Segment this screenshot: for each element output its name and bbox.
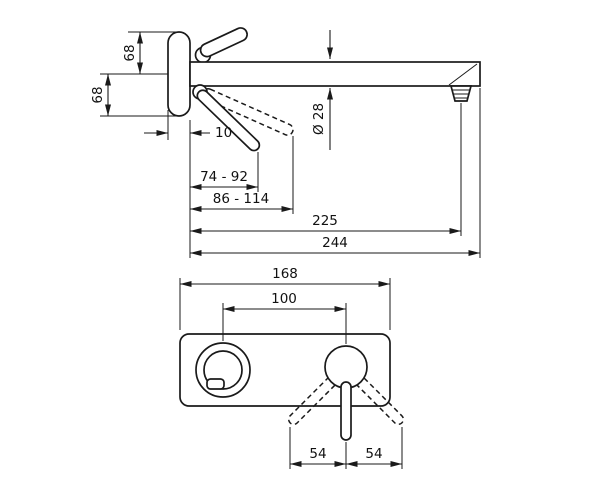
dim-68-upper-label: 68 bbox=[122, 44, 138, 61]
front-view: 168 100 54 54 bbox=[179, 266, 405, 469]
dim-68-lower-label: 68 bbox=[90, 86, 106, 103]
dim-74-92-label: 74 - 92 bbox=[200, 169, 248, 185]
handle-lever-down bbox=[196, 89, 261, 152]
dim-diameter-label: Ø 28 bbox=[311, 103, 327, 135]
dim-100-label: 100 bbox=[271, 291, 297, 307]
dim-54-left-label: 54 bbox=[309, 446, 326, 462]
aerator-front bbox=[206, 378, 225, 390]
handle-lever-up bbox=[199, 27, 248, 58]
dim-10-label: 10 bbox=[215, 125, 232, 141]
dim-244-label: 244 bbox=[322, 235, 348, 251]
dim-168-label: 168 bbox=[272, 266, 298, 282]
spout-side bbox=[189, 61, 481, 87]
dim-86-114-label: 86 - 114 bbox=[213, 191, 269, 207]
spout-tip-edge bbox=[448, 63, 478, 86]
side-view: 68 68 10 Ø 28 74 - 92 86 - 114 225 244 bbox=[90, 27, 481, 258]
aerator-side bbox=[449, 85, 473, 102]
dim-54-right-label: 54 bbox=[365, 446, 382, 462]
dim-225-label: 225 bbox=[312, 213, 338, 229]
wall-plate-side bbox=[167, 31, 191, 117]
spout-ring-outer bbox=[195, 342, 251, 398]
handle-lever-front bbox=[340, 381, 352, 441]
